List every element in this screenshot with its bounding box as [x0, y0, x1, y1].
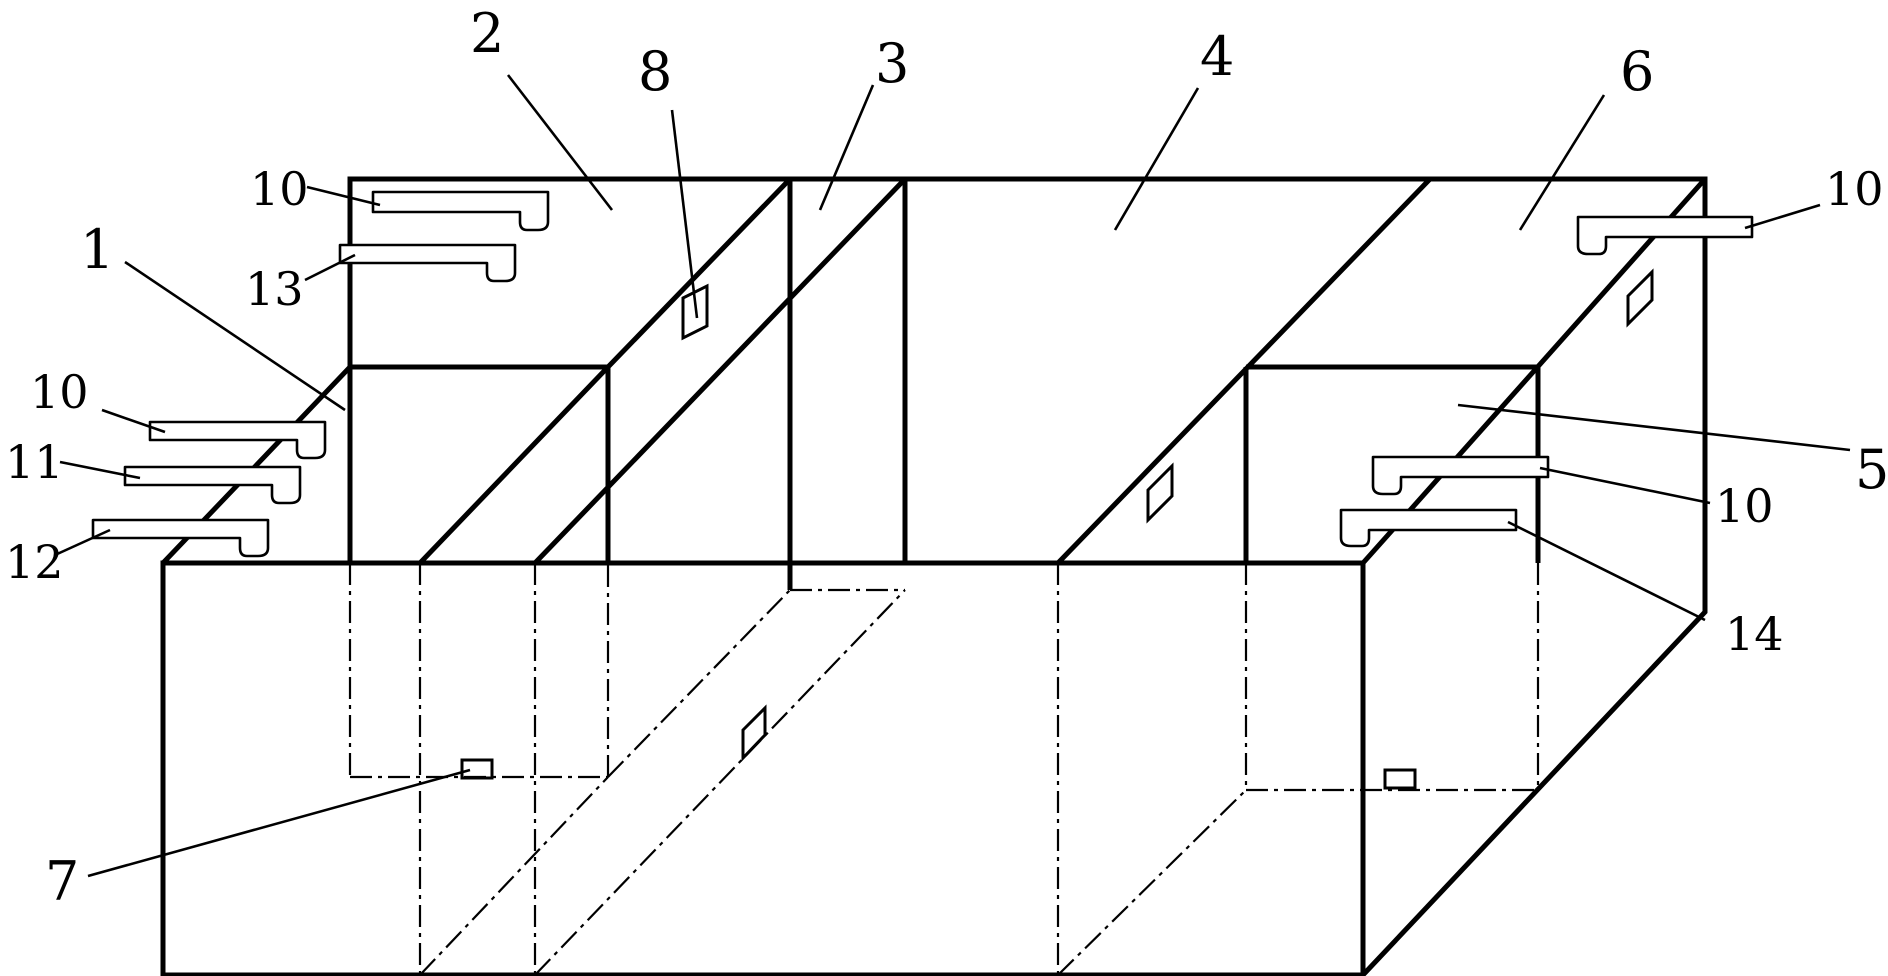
hidden-lines [348, 310, 1540, 976]
label-12: 12 [5, 535, 64, 589]
top-outline [161, 176, 1708, 976]
wall-1-diag [418, 365, 610, 565]
label-10-right: 10 [1715, 479, 1774, 533]
hole-bottom-right [1383, 768, 1417, 790]
label-2: 2 [470, 2, 504, 65]
openings [460, 268, 1654, 790]
hole-mid [1146, 462, 1174, 524]
pipes [91, 190, 1754, 558]
pipe-10-right [1371, 455, 1550, 496]
front-face [160, 560, 1366, 976]
pipe-12 [91, 518, 270, 558]
label-6: 6 [1620, 40, 1654, 103]
leader-lines [54, 74, 1851, 878]
label-14: 14 [1725, 607, 1784, 661]
pipe-10-left [148, 420, 327, 460]
hole-8 [681, 283, 709, 341]
label-13: 13 [245, 262, 304, 316]
label-10-top-left: 10 [250, 162, 309, 216]
label-8: 8 [638, 40, 672, 103]
pipe-11 [123, 465, 302, 505]
outer-box [160, 176, 1708, 976]
pipe-10-top-right [1576, 215, 1754, 256]
hole-front [741, 704, 767, 762]
pipe-14 [1339, 508, 1518, 548]
wall-2-diag [606, 177, 792, 369]
label-7: 7 [45, 850, 79, 913]
pipe-10-top-left [371, 190, 550, 232]
label-3: 3 [875, 32, 909, 95]
label-1: 1 [80, 218, 114, 281]
label-4: 4 [1200, 25, 1234, 88]
pipe-13 [338, 243, 517, 283]
wall-3-diag [533, 177, 907, 565]
hole-right [1626, 268, 1654, 328]
hole-7 [460, 758, 494, 780]
label-10-top-right: 10 [1825, 162, 1884, 216]
label-10-left: 10 [30, 365, 89, 419]
label-11: 11 [5, 435, 64, 489]
label-5: 5 [1855, 438, 1888, 501]
part-labels: 1 2 3 4 5 6 7 8 10 10 10 10 11 12 13 14 [5, 2, 1888, 913]
right-side-top-edge [1361, 177, 1707, 565]
